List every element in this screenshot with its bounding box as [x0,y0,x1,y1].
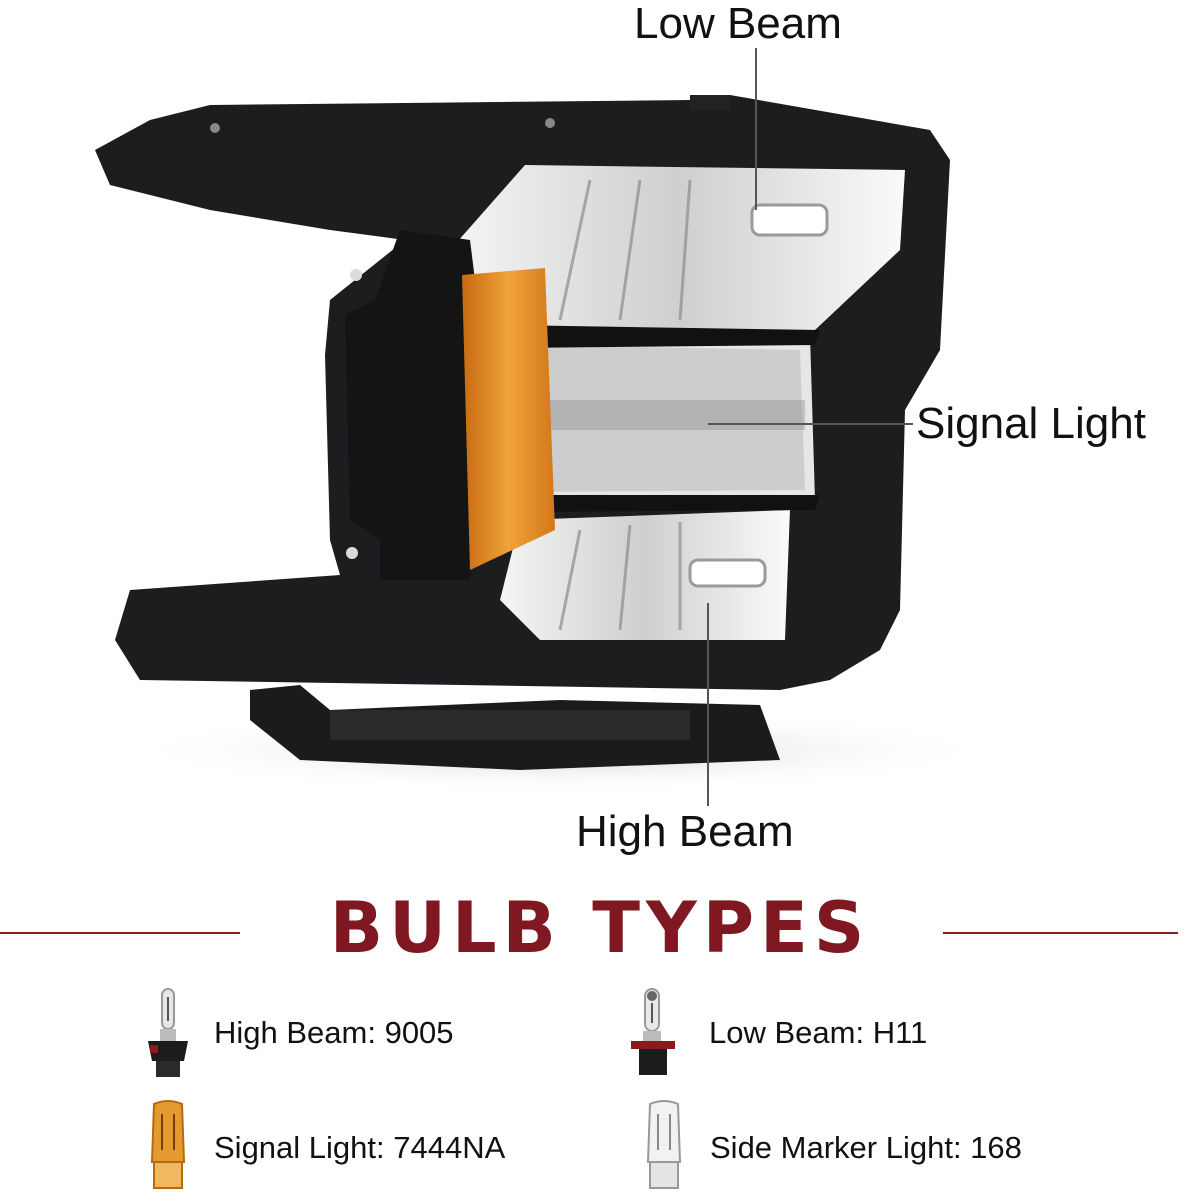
bulb-label-low-beam: Low Beam: H11 [709,1015,928,1050]
signal-light-leader-line [708,423,913,425]
high-beam-callout: High Beam [576,807,794,856]
clear-wedge-bulb-icon [646,1100,682,1189]
amber-wedge-bulb-icon [150,1100,186,1189]
high-beam-leader-line [707,603,709,806]
low-beam-callout: Low Beam [634,0,842,48]
bulb-label-signal-light: Signal Light: 7444NA [214,1130,506,1165]
low-beam-leader-line [755,48,757,210]
heading-left-rule [0,932,240,934]
headlight-assembly-image [95,95,1000,795]
halogen-9005-bulb-icon [148,988,188,1077]
signal-light-callout: Signal Light [916,399,1146,448]
bulb-item-signal-light: Signal Light: 7444NA [140,1100,505,1196]
bulb-label-side-marker: Side Marker Light: 168 [710,1130,1022,1165]
halogen-h11-bulb-icon [631,988,675,1075]
bulb-label-high-beam: High Beam: 9005 [214,1015,454,1050]
bulb-item-high-beam: High Beam: 9005 [140,985,454,1081]
heading-right-rule [943,932,1178,934]
bulb-item-low-beam: Low Beam: H11 [625,985,927,1081]
bulb-types-heading: BULB TYPES [329,887,871,969]
bulb-item-side-marker: Side Marker Light: 168 [636,1100,1022,1196]
